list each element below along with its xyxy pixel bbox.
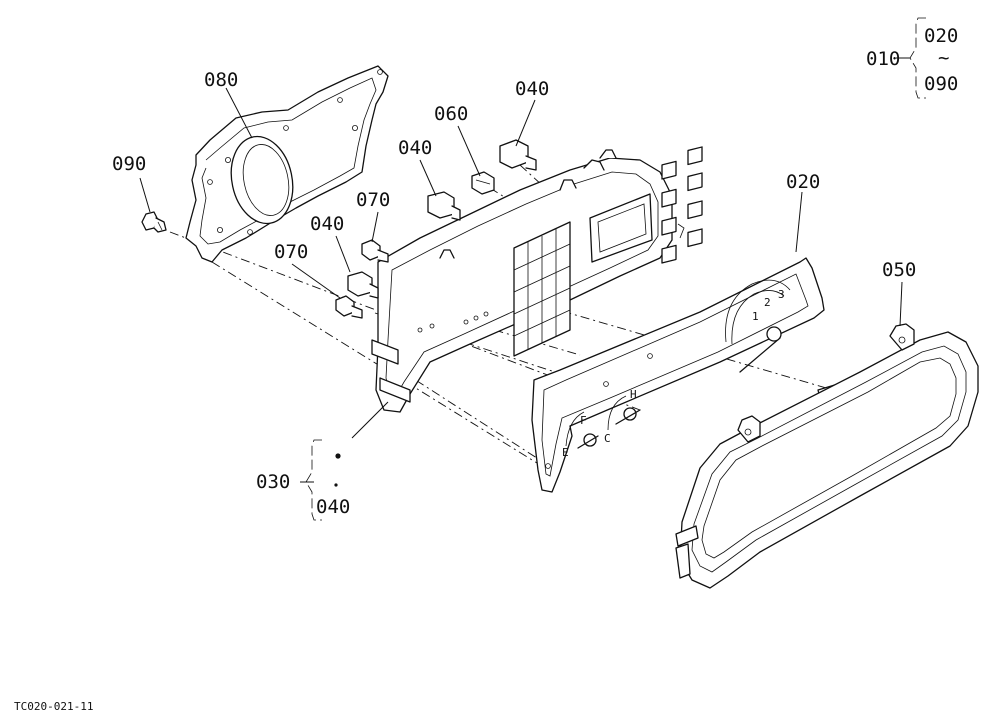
sub-assembly-bracket [305, 439, 322, 521]
callout-040-top: 040 [515, 78, 549, 100]
callout-080: 080 [204, 69, 238, 91]
temp-mark-c: C [604, 432, 611, 445]
screw [141, 211, 167, 233]
rear-cover-plate [185, 65, 389, 263]
front-lens-cover [675, 323, 979, 589]
callout-020: 020 [786, 171, 820, 193]
assembly-range-end: 090 [924, 73, 958, 95]
temp-mark-h: H [630, 388, 637, 401]
tach-mark-3: 3 [778, 288, 785, 301]
sub-assembly-number: 030 [256, 471, 290, 493]
sub-assembly-parts [334, 453, 341, 487]
dial-face-panel [531, 146, 839, 493]
callout-070-upper: 070 [356, 189, 390, 211]
tach-mark-1: 1 [752, 310, 759, 323]
assembly-bracket [909, 17, 926, 99]
assembly-range-separator: ~ [938, 47, 949, 69]
callout-070-lower: 070 [274, 241, 308, 263]
screw-070-lower [335, 295, 363, 319]
sub-assembly-item: 040 [316, 496, 350, 518]
assembly-number: 010 [866, 48, 900, 70]
drawing-code: TC020-021-11 [14, 700, 93, 713]
bulb-socket-mid [427, 191, 461, 221]
callout-040-left: 040 [310, 213, 344, 235]
fuel-mark-e: E [562, 446, 569, 459]
fuel-mark-f: F [580, 414, 587, 427]
bulb-060 [471, 171, 495, 195]
screw-070-upper [361, 239, 389, 263]
callout-090: 090 [112, 153, 146, 175]
assembly-range-start: 020 [924, 25, 958, 47]
tach-mark-2: 2 [764, 296, 771, 309]
callout-050: 050 [882, 259, 916, 281]
callout-040-mid: 040 [398, 137, 432, 159]
bulb-socket-top [499, 139, 537, 171]
meter-case [371, 149, 685, 413]
callout-060: 060 [434, 103, 468, 125]
bulb-socket-left [347, 271, 379, 299]
leader-lines [139, 57, 910, 483]
